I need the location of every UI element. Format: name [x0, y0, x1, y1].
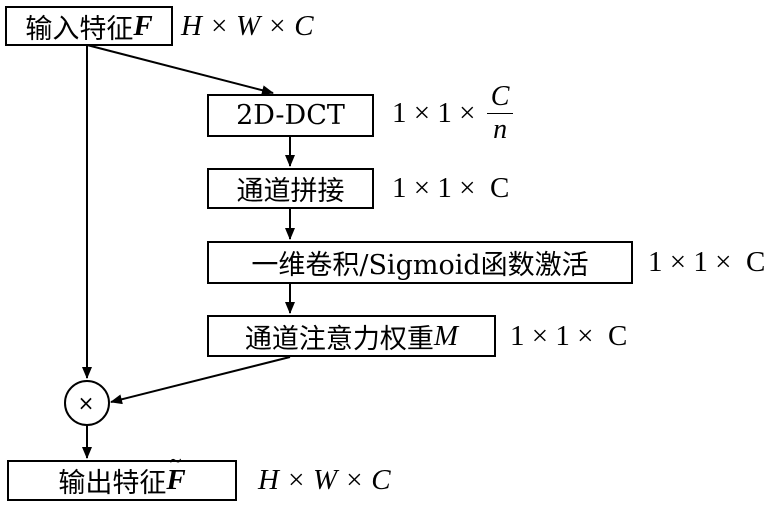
input-feature-symbol: F [133, 9, 153, 42]
attention-weight-symbol: M [433, 319, 459, 352]
dct-label: 2D-DCT [236, 100, 345, 131]
dct-frac-denominator: n [493, 113, 508, 145]
arrow-input-to-dct [86, 44, 274, 96]
output-feature-symbol: ~F [166, 448, 186, 497]
conv-dims-text: 1 × 1 × C [648, 246, 766, 278]
dct-dims-prefix: 1 × 1 × [392, 96, 483, 129]
concat-dims: 1 × 1 × C [392, 168, 509, 209]
multiply-node-circle [64, 380, 110, 426]
weight-dims: 1 × 1 × C [510, 315, 627, 357]
concat-dims-text: 1 × 1 × C [392, 172, 510, 204]
dct-dims: 1 × 1 × C n [392, 82, 514, 145]
input-dims: H × W × C [181, 9, 314, 42]
conv-dims: 1 × 1 × C [648, 241, 765, 284]
output-feature-box: 输出特征 ~F [7, 448, 237, 501]
conv-sigmoid-label: 一维卷积/Sigmoid函数激活 [251, 250, 589, 281]
output-dims: H × W × C [258, 464, 391, 496]
weight-dims-text: 1 × 1 × C [510, 319, 628, 352]
input-feature-label: 输入特征 [25, 13, 134, 45]
output-symbol-letter: F [166, 464, 186, 496]
dct-dims-fraction: C n [486, 82, 514, 145]
output-feature-label: 输出特征 [58, 468, 167, 499]
concat-box: 通道拼接 [207, 168, 374, 209]
output-tilde: ~ [169, 448, 182, 473]
dct-box: 2D-DCT [207, 94, 374, 137]
concat-label: 通道拼接 [236, 176, 345, 207]
conv-sigmoid-box: 一维卷积/Sigmoid函数激活 [207, 241, 633, 284]
dct-frac-numerator: C [486, 82, 514, 114]
attention-weight-label: 通道注意力权重 [244, 323, 434, 355]
arrow-weight-to-multiply [110, 356, 291, 405]
multiply-symbol: × [77, 391, 95, 415]
